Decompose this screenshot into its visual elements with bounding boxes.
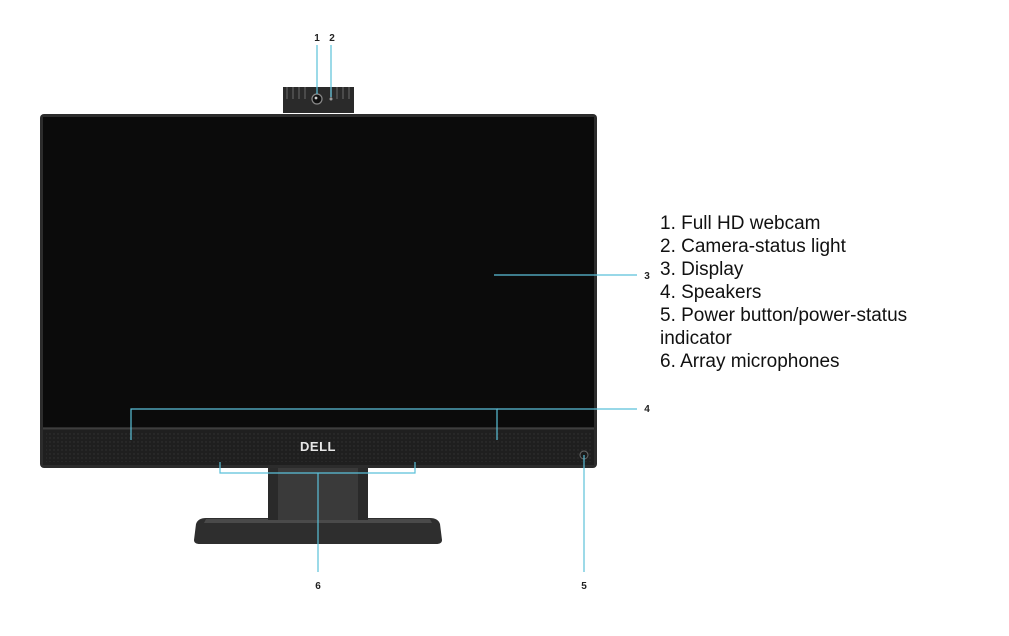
legend-item: 1. Full HD webcam xyxy=(660,213,821,234)
camera-status-light-icon xyxy=(329,97,333,101)
legend-item: 4. Speakers xyxy=(660,282,762,303)
leader-line-4-bracket xyxy=(130,408,498,440)
legend-item: 5. Power button/power-status indicator xyxy=(660,305,908,349)
display-screen xyxy=(43,117,594,427)
leader-lines xyxy=(130,45,637,572)
callout-legend: 1. Full HD webcam 2. Camera-status light… xyxy=(660,212,960,373)
legend-item: 3. Display xyxy=(660,259,744,280)
callout-number-3: 3 xyxy=(644,271,650,282)
callout-number-1: 1 xyxy=(314,33,320,44)
speaker-grille xyxy=(46,432,591,462)
stand-neck-shade xyxy=(268,468,278,520)
legend-item: 6. Array microphones xyxy=(660,351,840,372)
stand-neck-shade-right xyxy=(358,468,368,520)
speaker-bar-top-edge xyxy=(43,428,594,430)
legend-item: 2. Camera-status light xyxy=(660,236,846,257)
dell-logo: DELL xyxy=(300,439,336,454)
callout-number-4: 4 xyxy=(644,404,650,415)
webcam-lens-icon xyxy=(311,93,323,105)
callout-number-5: 5 xyxy=(581,581,587,592)
callout-number-6: 6 xyxy=(315,581,321,592)
callout-number-2: 2 xyxy=(329,33,335,44)
webcam-lens-glint xyxy=(314,96,318,100)
